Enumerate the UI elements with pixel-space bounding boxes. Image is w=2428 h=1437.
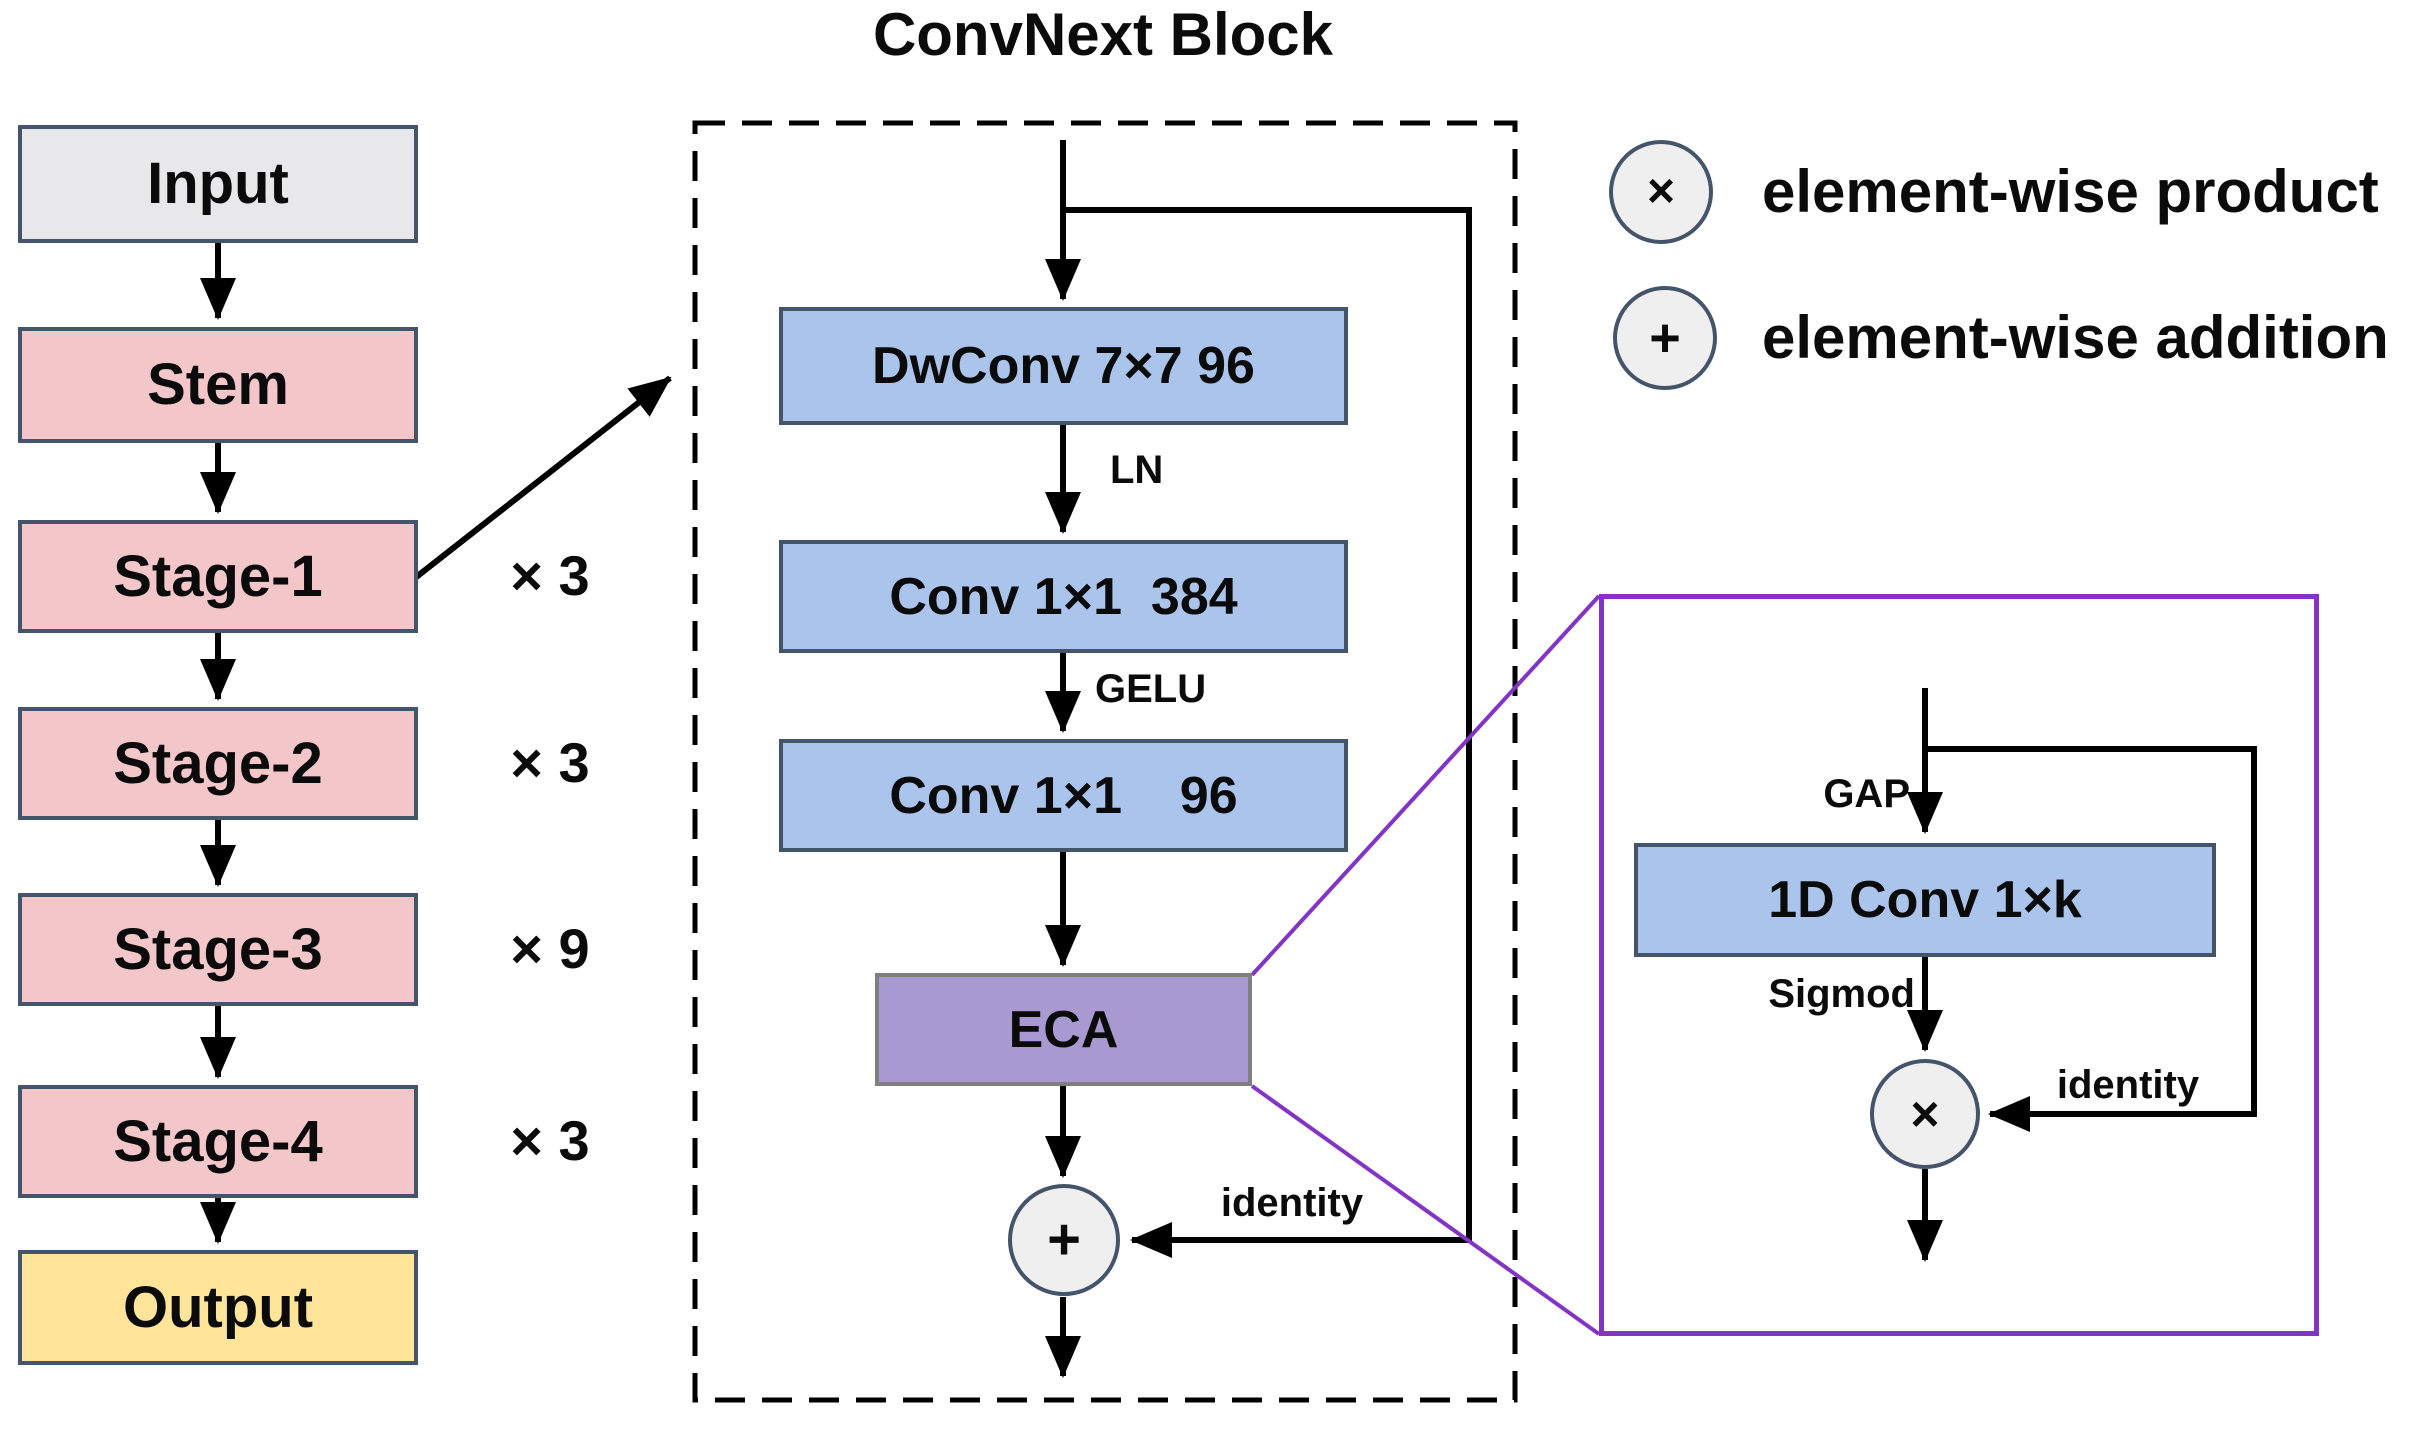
convnext-block-dashed-border <box>692 120 1518 1403</box>
legend-product-icon: × <box>1609 140 1713 244</box>
add-symbol: + <box>1047 1207 1081 1272</box>
stage-3-box: Stage-3 <box>18 893 418 1006</box>
stage-1-label: Stage-1 <box>113 543 323 609</box>
stage-1-box: Stage-1 <box>18 520 418 633</box>
eca-label: ECA <box>1008 1000 1119 1059</box>
conv1x1-96-label: Conv 1×1 96 <box>889 766 1238 825</box>
input-box: Input <box>18 125 418 243</box>
dwconv-label: DwConv 7×7 96 <box>872 337 1255 395</box>
detail-identity-skip-path <box>1925 746 2257 1132</box>
legend-addition-symbol: + <box>1649 308 1681 368</box>
dwconv-box: DwConv 7×7 96 <box>779 307 1348 425</box>
stage-1-multiplier: × 3 <box>510 544 590 607</box>
legend-product-symbol: × <box>1646 165 1676 218</box>
output-label: Output <box>122 1274 314 1340</box>
identity-skip-path <box>1063 207 1472 1258</box>
stem-box: Stem <box>18 327 418 443</box>
eca-box: ECA <box>875 973 1252 1086</box>
1d-conv-box: 1D Conv 1×k <box>1634 843 2216 957</box>
arrow-stage1-convnext <box>413 375 672 581</box>
multiply-circle-icon: × <box>1870 1059 1980 1169</box>
stage-3-multiplier: × 9 <box>510 917 590 980</box>
sigmoid-label: Sigmod <box>1768 972 1915 1016</box>
zoom-connector-bottom <box>1250 1084 1601 1336</box>
convnext-block-title: ConvNext Block <box>872 1 1334 68</box>
multiply-symbol: × <box>1910 1086 1940 1142</box>
stage-4-box: Stage-4 <box>18 1085 418 1198</box>
legend-addition-label: element-wise addition <box>1762 304 2389 371</box>
stage-4-multiplier: × 3 <box>510 1109 590 1172</box>
legend-addition-icon: + <box>1613 286 1717 390</box>
convnext-arrows <box>1045 140 1472 1378</box>
eca-detail-arrows <box>1907 688 2257 1262</box>
stage-2-box: Stage-2 <box>18 707 418 820</box>
stage-3-label: Stage-3 <box>113 916 323 982</box>
ln-label: LN <box>1110 448 1164 492</box>
stage-2-label: Stage-2 <box>113 730 323 796</box>
1d-conv-label: 1D Conv 1×k <box>1768 871 2082 929</box>
conv1x1-384-label: Conv 1×1 384 <box>889 567 1238 626</box>
identity-label: identity <box>1220 1181 1364 1225</box>
zoom-connector-top <box>1250 594 1601 977</box>
legend-product-label: element-wise product <box>1762 158 2379 225</box>
stem-label: Stem <box>147 352 289 417</box>
conv1x1-96-box: Conv 1×1 96 <box>779 739 1348 852</box>
input-label: Input <box>147 151 289 216</box>
gap-label: GAP <box>1823 772 1910 816</box>
gelu-label: GELU <box>1095 667 1207 711</box>
output-box: Output <box>18 1250 418 1365</box>
eca-detail-frame <box>1599 594 2319 1336</box>
add-circle-icon: + <box>1008 1184 1120 1296</box>
detail-identity-label: identity <box>2056 1063 2200 1107</box>
conv1x1-384-box: Conv 1×1 384 <box>779 540 1348 653</box>
zoom-connectors <box>1250 594 1601 1336</box>
backbone-arrows <box>200 243 672 1244</box>
stage-4-label: Stage-4 <box>113 1108 323 1174</box>
stage-2-multiplier: × 3 <box>510 731 590 794</box>
